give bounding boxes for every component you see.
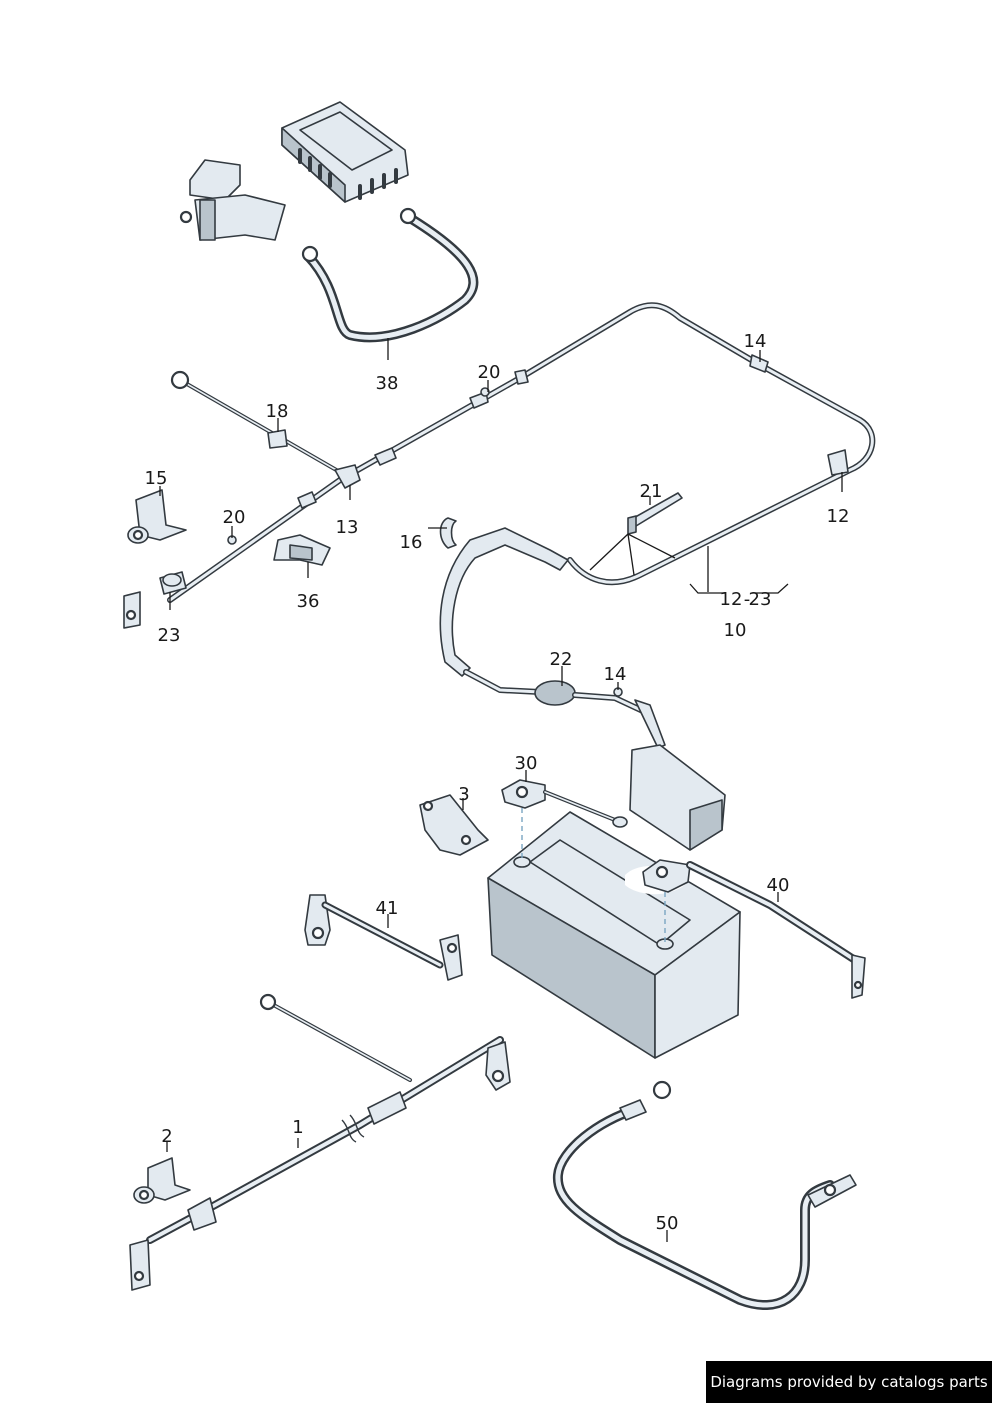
battery: [487, 811, 741, 1059]
callout-21: 21: [640, 481, 663, 502]
callout-2: 2: [161, 1126, 172, 1147]
callout-38: 38: [376, 373, 399, 394]
callout-40: 40: [767, 875, 790, 896]
callout-range-end-23: 23: [749, 589, 772, 610]
part-18-clip: [267, 429, 288, 449]
callout-14-upper: 14: [744, 331, 767, 352]
callout-36: 36: [297, 591, 320, 612]
dashed-guides: [521, 808, 666, 942]
callout-13: 13: [336, 517, 359, 538]
part-50-cable: [552, 1080, 857, 1310]
part-14-clip-upper: [749, 354, 769, 373]
callout-15: 15: [145, 468, 168, 489]
callout-range-start-12: 12: [720, 589, 743, 610]
callout-12-right: 12: [827, 506, 850, 527]
callout-20-lower: 20: [223, 507, 246, 528]
part-23-terminal: [123, 571, 187, 629]
part-38-battery-cable: [301, 207, 479, 343]
callout-14-lower: 14: [604, 664, 627, 685]
part-30-terminal: [501, 779, 628, 828]
part-20-clip-upper: [480, 387, 490, 397]
part-36-holder: [273, 534, 331, 566]
callout-16: 16: [400, 532, 423, 553]
callout-10: 10: [724, 620, 747, 641]
callout-30: 30: [515, 753, 538, 774]
part-38-fuse-carrier: [281, 101, 409, 203]
part-21-cable-tie: [589, 492, 683, 576]
battery-control-unit: [629, 744, 726, 851]
part-15-bracket: [127, 489, 187, 544]
callout-23: 23: [158, 625, 181, 646]
ground-strap-22: [439, 527, 666, 749]
footer-credit-text: Diagrams provided by catalogs parts: [710, 1373, 988, 1391]
part-12-clip: [827, 449, 849, 476]
callout-22: 22: [550, 649, 573, 670]
callout-50: 50: [656, 1213, 679, 1234]
callout-1: 1: [292, 1117, 303, 1138]
part-40-battery-cable: [642, 859, 866, 999]
callout-range-separator: -: [744, 589, 751, 610]
harness-1: [129, 993, 511, 1291]
callout-3: 3: [458, 784, 469, 805]
callout-labels: 1 2 3 10 12 12 - 23 13 14 14 15 16 18 20…: [145, 331, 850, 1234]
callout-18: 18: [266, 401, 289, 422]
footer-credit-banner: Diagrams provided by catalogs parts: [706, 1361, 992, 1403]
part-41-cable: [304, 894, 463, 981]
harness-10: [167, 302, 876, 603]
callout-20-upper: 20: [478, 362, 501, 383]
part-38-relay-holder: [179, 159, 286, 241]
part-2-bracket: [133, 1157, 191, 1204]
leader-lines: [159, 338, 843, 1242]
part-3-terminal: [419, 794, 489, 856]
part-16-clip: [439, 517, 457, 549]
callout-41: 41: [376, 898, 399, 919]
